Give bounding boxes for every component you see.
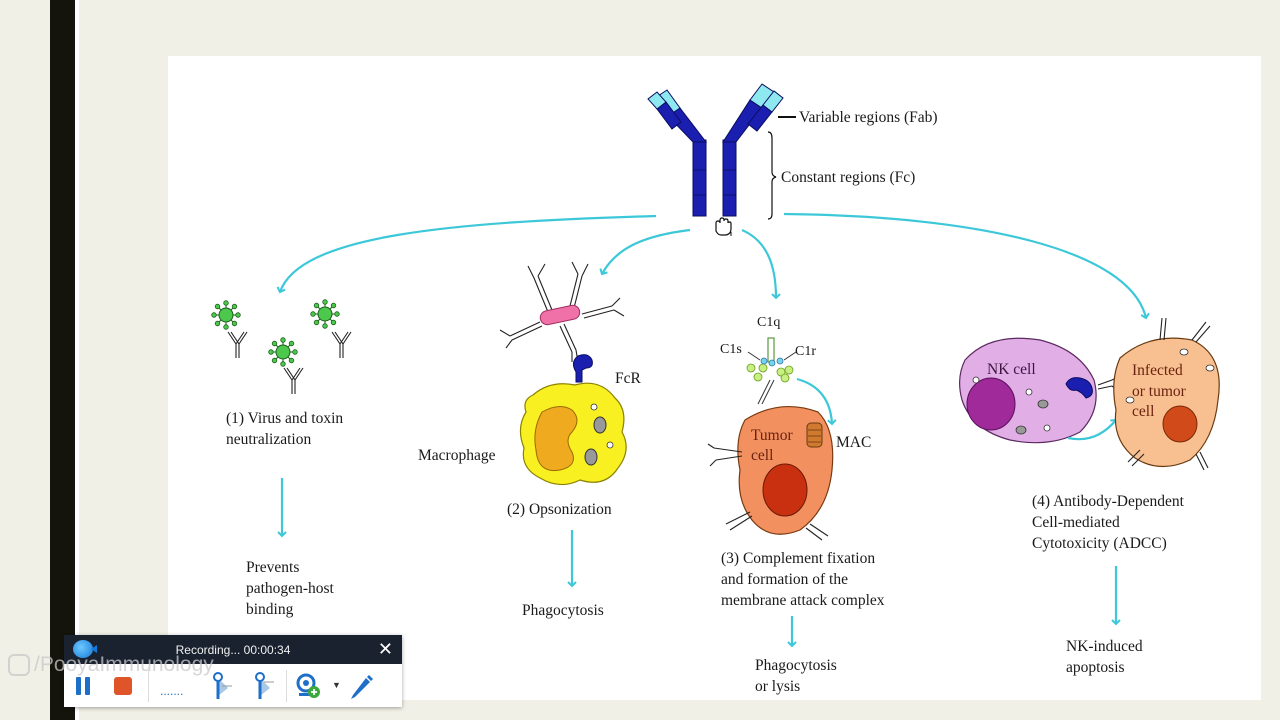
c1s-label: C1s [720,342,742,357]
pause-icon[interactable] [76,677,90,695]
function-4-outcome-line1: NK-induced [1066,638,1143,655]
pen-icon[interactable] [348,672,374,700]
hand-cursor-icon [715,217,732,236]
mac-label: MAC [836,434,871,451]
function-4-title-line1: (4) Antibody-Dependent [1032,493,1185,510]
c1r-label: C1r [795,344,816,359]
function-2-title: (2) Opsonization [507,501,612,518]
function-4-title-line2: Cell-mediated [1032,514,1120,531]
fcr-label: FcR [615,370,642,387]
function-4-title-line3: Cytotoxicity (ADCC) [1032,535,1167,552]
target-cell-label-line2: or tumor [1132,383,1187,400]
recording-status: Recording... 00:00:34 [175,642,291,657]
function-3-title-line3: membrane attack complex [721,592,885,609]
function-1-outcome-line2: pathogen-host [246,580,335,597]
function-1-title-line1: (1) Virus and toxin [226,410,343,427]
adcc-illustration [959,317,1220,471]
toolbar-divider [286,670,287,702]
function-3-title-line1: (3) Complement fixation [721,550,875,567]
macrophage-label: Macrophage [418,447,496,464]
function-1-outcome-line3: binding [246,601,294,618]
neutralization-illustration [211,299,352,395]
recorder-controls: ....... ▼ [64,664,402,707]
webcam-add-icon[interactable] [296,673,320,699]
constant-regions-label: Constant regions (Fc) [781,169,915,186]
tumor-cell-label-line1: Tumor [751,427,793,444]
nk-cell-label: NK cell [987,361,1036,378]
function-2-outcome: Phagocytosis [522,602,604,619]
function-3-outcome-line1: Phagocytosis [755,657,837,674]
toolbar-divider [148,670,149,702]
c1q-label: C1q [757,315,780,330]
target-cell-label-line1: Infected [1132,362,1183,379]
dotted-line-icon[interactable]: ....... [160,684,184,698]
variable-regions-label: Variable regions (Fab) [799,109,938,126]
flow-arrows [276,212,1150,648]
complement-illustration [707,337,837,541]
recorder-title-bar[interactable]: Recording... 00:00:34 ✕ [64,635,402,664]
function-3-title-line2: and formation of the [721,571,848,588]
opsonization-illustration [499,261,627,486]
stop-icon[interactable] [114,677,132,695]
function-1-title-line2: neutralization [226,431,311,448]
window-edge-strip [75,0,79,720]
camera-icon [73,640,97,658]
screen-recorder-toolbar: Recording... 00:00:34 ✕ ....... ▼ [64,635,402,707]
fc-bracket [767,131,777,220]
function-1-outcome-line1: Prevents [246,559,299,576]
marker-icon[interactable] [210,672,234,700]
dropdown-icon[interactable]: ▼ [332,680,341,690]
function-3-outcome-line2: or lysis [755,678,800,695]
function-4-outcome-line2: apoptosis [1066,659,1125,676]
marker-icon[interactable] [252,672,276,700]
window-edge-bar [50,0,75,720]
antibody-structure [647,83,784,217]
close-icon[interactable]: ✕ [377,639,393,659]
tumor-cell-label-line2: cell [751,447,773,464]
target-cell-label-line3: cell [1132,403,1154,420]
